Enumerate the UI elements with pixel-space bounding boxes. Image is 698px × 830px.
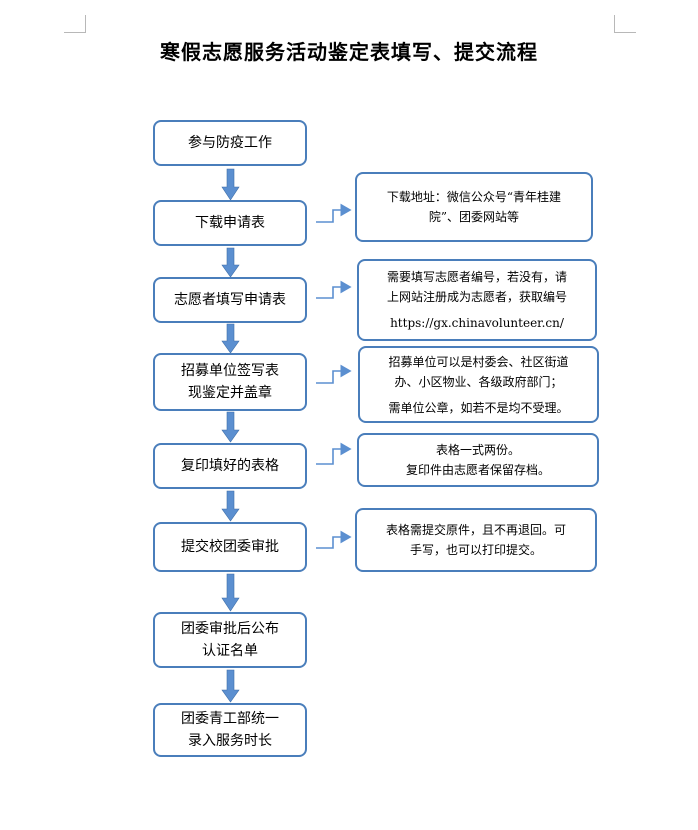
down-arrow-icon — [221, 669, 240, 703]
flow-step-5: 复印填好的表格 — [153, 443, 307, 489]
note-submission: 表格需提交原件，且不再退回。可 手写，也可以打印提交。 — [355, 508, 597, 572]
note-text: 需要填写志愿者编号，若没有，请 — [386, 270, 567, 284]
flow-step-8: 团委青工部统一 录入服务时长 — [153, 703, 307, 757]
note-link-arrow — [316, 530, 352, 549]
note-text: 复印件由志愿者保留存档。 — [405, 463, 550, 477]
note-text: 上网站注册成为志愿者，获取编号 — [386, 290, 567, 304]
down-arrow-icon — [221, 168, 240, 201]
down-arrow-icon — [221, 323, 240, 354]
note-text: 办、小区物业、各级政府部门； — [394, 374, 563, 389]
note-link-arrow — [316, 442, 352, 465]
flow-step-1: 参与防疫工作 — [153, 120, 307, 166]
note-recruiting-unit: 招募单位可以是村委会、社区街道 办、小区物业、各级政府部门； 需单位公章，如若不… — [358, 346, 599, 423]
flow-step-4: 招募单位签写表 现鉴定并盖章 — [153, 353, 307, 411]
note-link-arrow — [316, 203, 352, 223]
note-url: https://gx.chinavolunteer.cn/ — [390, 316, 564, 330]
page-corner-mark — [64, 32, 86, 33]
note-copies: 表格一式两份。 复印件由志愿者保留存档。 — [357, 433, 599, 487]
down-arrow-icon — [221, 490, 240, 522]
down-arrow-icon — [221, 411, 240, 443]
note-text: 招募单位可以是村委会、社区街道 — [388, 354, 569, 369]
flow-step-3: 志愿者填写申请表 — [153, 277, 307, 323]
page-title: 寒假志愿服务活动鉴定表填写、提交流程 — [160, 40, 538, 64]
note-text: 表格一式两份。 — [435, 443, 520, 457]
note-text: 院”、团委网站等 — [428, 210, 520, 224]
page-corner-mark — [614, 15, 615, 33]
flow-step-7: 团委审批后公布 认证名单 — [153, 612, 307, 668]
down-arrow-icon — [221, 247, 240, 278]
note-text: 需单位公章，如若不是均不受理。 — [388, 400, 569, 415]
note-download-location: 下载地址：微信公众号“青年桂建 院”、团委网站等 — [355, 172, 593, 242]
note-text: 表格需提交原件，且不再退回。可 — [385, 523, 566, 537]
note-text: 手写，也可以打印提交。 — [409, 543, 542, 557]
flow-step-2: 下载申请表 — [153, 200, 307, 246]
down-arrow-icon — [221, 573, 240, 612]
page-corner-mark — [85, 15, 86, 33]
note-link-arrow — [316, 280, 352, 299]
note-text: 下载地址：微信公众号“青年桂建 — [386, 190, 562, 204]
note-link-arrow — [316, 364, 352, 384]
flow-step-6: 提交校团委审批 — [153, 522, 307, 572]
page-corner-mark — [614, 32, 636, 33]
note-volunteer-number: 需要填写志愿者编号，若没有，请 上网站注册成为志愿者，获取编号 https://… — [357, 259, 597, 341]
